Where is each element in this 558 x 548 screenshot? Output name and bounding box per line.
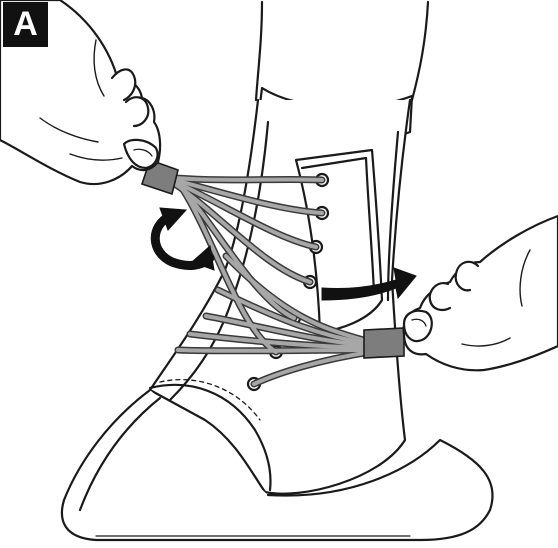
lace-tab-right [364,328,404,358]
right-hand [404,216,558,370]
leg [256,2,428,100]
step-label: A [3,2,48,47]
